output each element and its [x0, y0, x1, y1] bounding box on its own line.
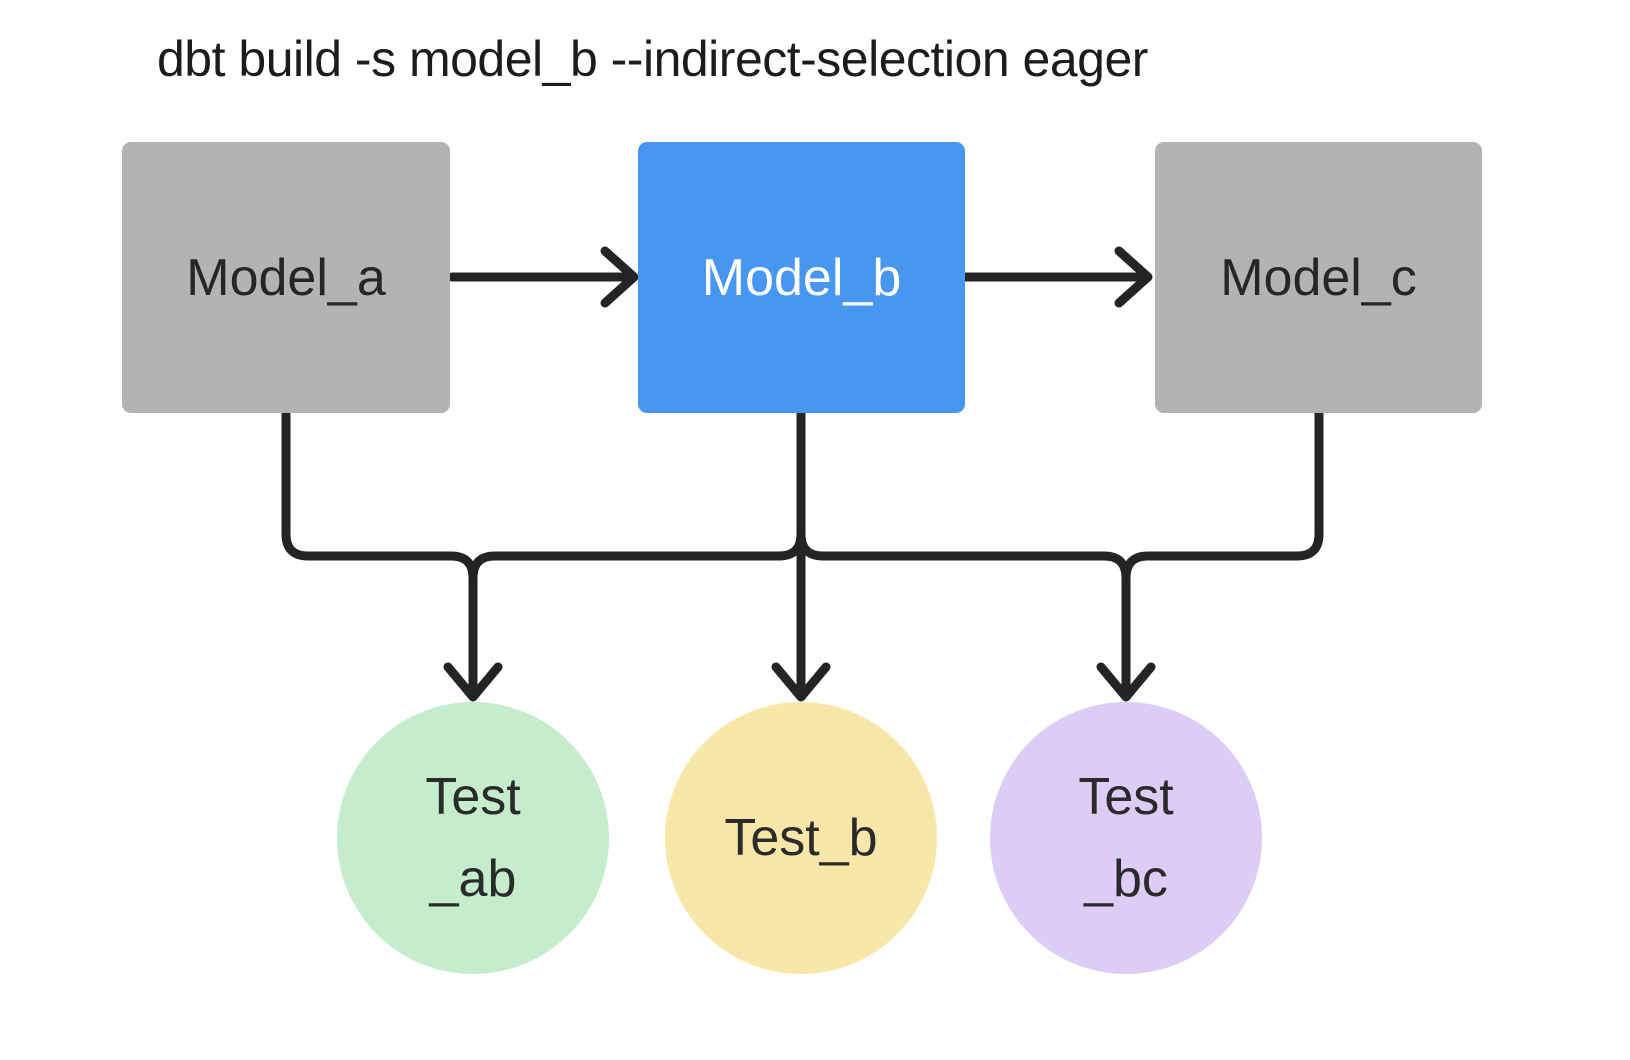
edge-model_a-test_ab [281, 408, 478, 698]
arrowhead-right-model_b [600, 246, 639, 308]
test_bc-label-line2: _bc [1084, 850, 1168, 908]
node-model_c: Model_c [1155, 142, 1482, 413]
node-model_a: Model_a [122, 142, 450, 413]
arrowhead-right-model_c [1114, 246, 1153, 308]
test_ab-label-line1: Test [425, 768, 521, 826]
model_a-label: Model_a [186, 248, 386, 307]
edge-model_b-test_ab [468, 408, 806, 698]
model_b-label: Model_b [701, 248, 902, 307]
edge-model_c-test_bc [1121, 408, 1324, 698]
edge-model_b-test_bc [796, 408, 1131, 698]
command-title: dbt build -s model_b --indirect-selectio… [157, 31, 1148, 87]
node-test_ab: Test _ab [337, 702, 609, 974]
model_c-label: Model_c [1220, 248, 1417, 307]
arrowhead-down-test_b [771, 662, 831, 702]
arrowhead-down-test_bc [1096, 662, 1156, 702]
arrowhead-down-test_ab [443, 662, 503, 702]
node-test_b: Test_b [665, 702, 937, 974]
test_ab-label-line2: _ab [429, 850, 517, 908]
test_b-label-line1: Test_b [724, 809, 878, 867]
node-test_bc: Test _bc [990, 702, 1262, 974]
test_bc-label-line1: Test [1078, 768, 1174, 826]
node-model_b: Model_b [638, 142, 965, 413]
